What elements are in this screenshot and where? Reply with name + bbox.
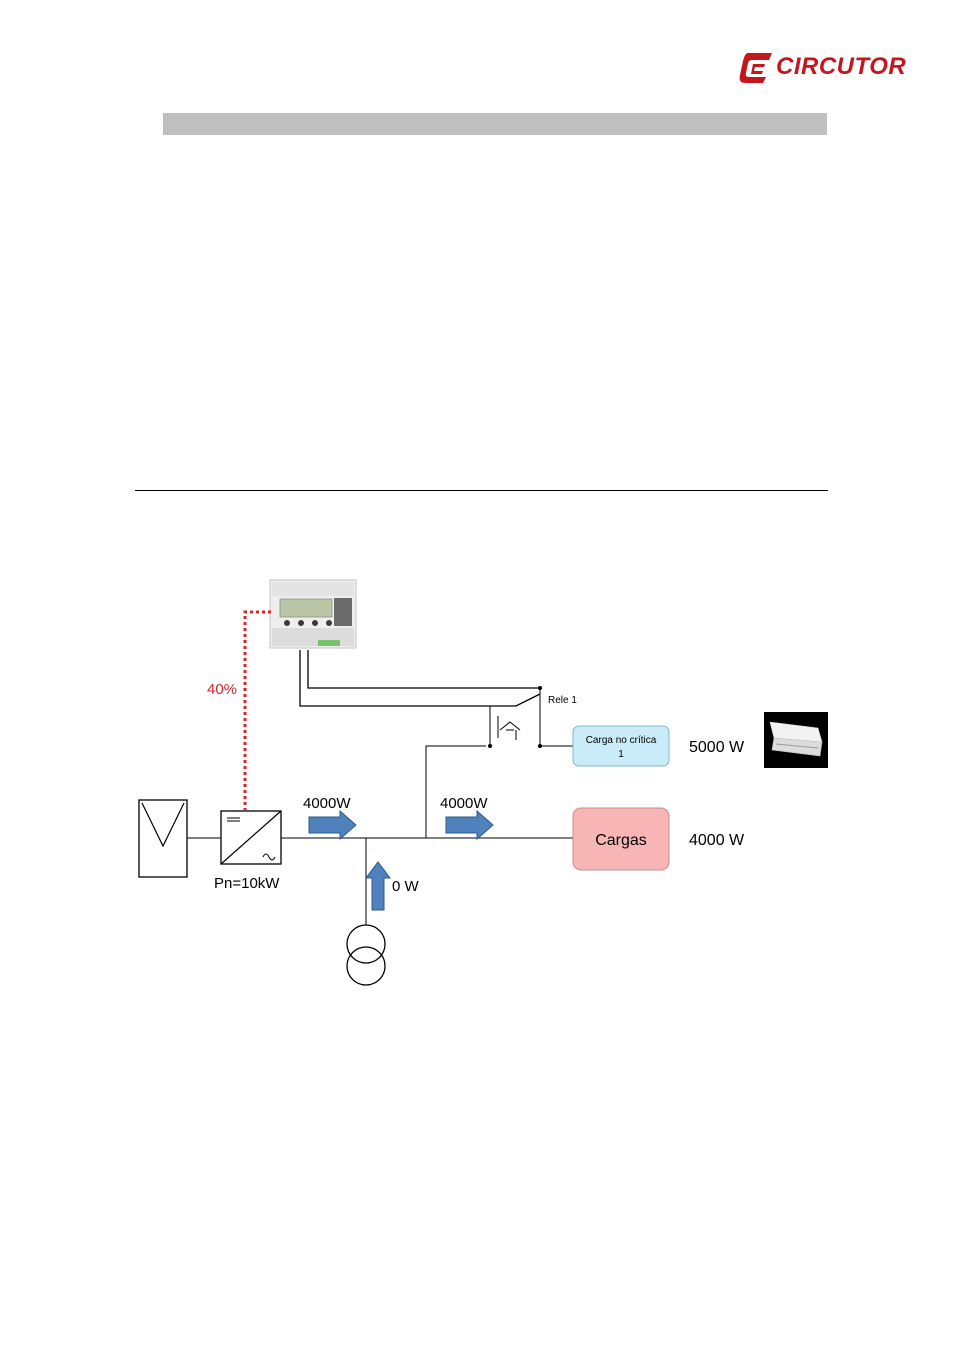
bus-to-loads-power: 4000W — [440, 795, 488, 812]
relay-contactor-icon — [488, 706, 542, 748]
grid-flow-arrow — [365, 861, 391, 911]
inverter-icon — [220, 810, 282, 865]
grid-import-power: 0 W — [392, 878, 420, 895]
loads-flow-arrow — [445, 809, 494, 841]
inverter-rating: Pn=10kW — [214, 875, 280, 892]
pv-flow-arrow — [308, 809, 357, 841]
solar-panel-icon — [138, 799, 188, 878]
horizontal-divider — [135, 490, 828, 491]
brand-logo: CIRCUTOR — [738, 50, 910, 86]
relay-control-wire-top — [307, 650, 540, 689]
loads-box: Cargas — [572, 807, 670, 871]
noncritical-load-box: Carga no crítica 1 — [572, 725, 670, 767]
relay-control-wire-bottom — [299, 650, 541, 707]
power-limit-signal-line — [243, 610, 271, 810]
section-header-bar — [163, 113, 827, 135]
noncritical-load-number: 1 — [618, 749, 624, 760]
transformer-icon — [346, 924, 386, 986]
air-conditioner-icon — [764, 712, 828, 768]
pv-to-bus-power: 4000W — [303, 795, 351, 812]
loads-label: Cargas — [595, 832, 647, 849]
relay-label: Rele 1 — [548, 695, 577, 706]
noncritical-load-label: Carga no crítica — [586, 735, 657, 746]
brand-name: CIRCUTOR — [776, 53, 907, 80]
loads-power: 4000 W — [689, 832, 745, 849]
noncritical-branch-line — [425, 745, 486, 838]
circutor-logo-icon — [739, 53, 772, 83]
inverter-limit-label: 40% — [207, 681, 237, 698]
noncritical-load-power: 5000 W — [689, 739, 745, 756]
power-controller-icon — [269, 579, 357, 649]
